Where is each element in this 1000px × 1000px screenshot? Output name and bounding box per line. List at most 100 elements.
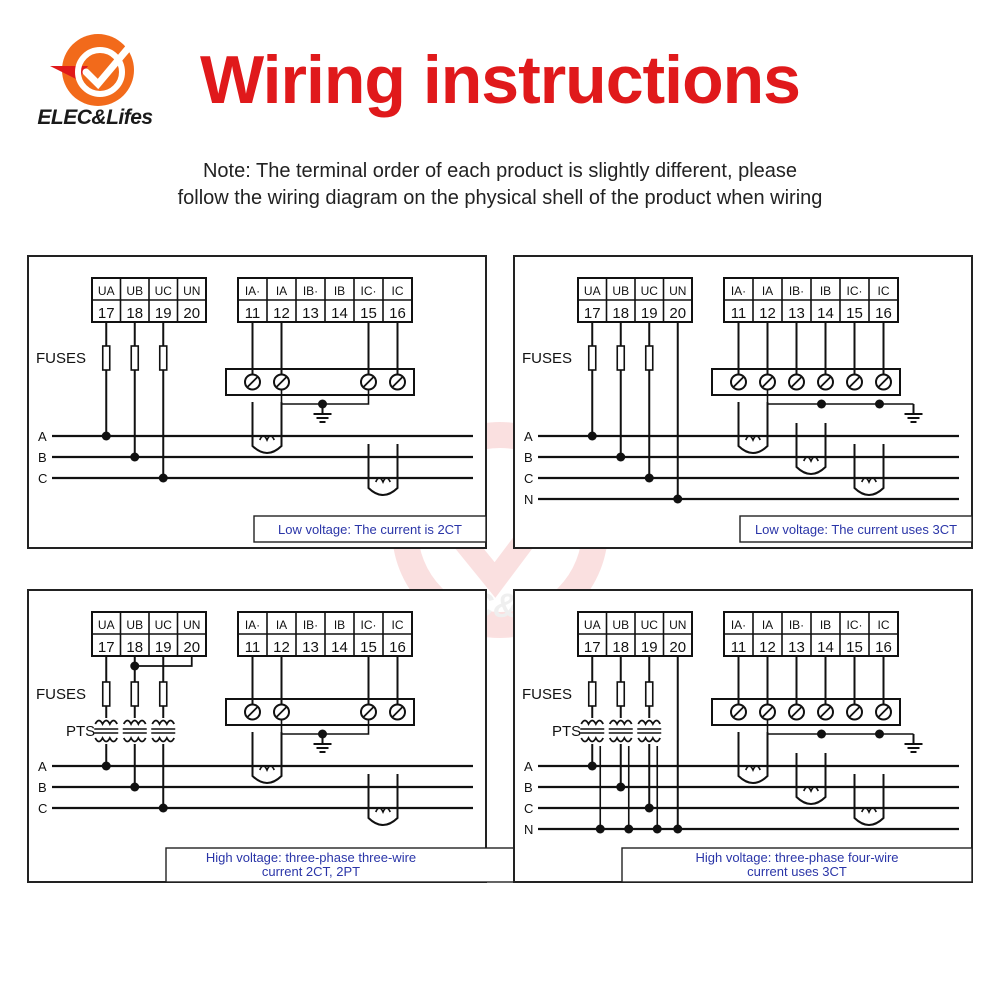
wire	[637, 719, 661, 726]
wire	[848, 706, 861, 718]
wire	[766, 390, 914, 405]
current-terminal-rail	[711, 698, 901, 726]
panel-frame	[27, 255, 487, 549]
wire	[151, 736, 175, 743]
caption-text: High voltage: three-phase three-wire	[206, 850, 416, 865]
terminal-screw	[875, 703, 892, 721]
terminal-number: 20	[183, 305, 200, 322]
junction-dot	[101, 431, 111, 441]
junction-dot	[817, 399, 826, 409]
fuse	[644, 681, 654, 707]
wire	[94, 719, 118, 726]
terminal-label: IB	[334, 284, 345, 298]
panel-frame	[27, 589, 487, 883]
terminal-label: IA	[762, 618, 773, 632]
wire	[732, 376, 745, 388]
terminal-label: UN	[183, 284, 200, 298]
wire	[819, 706, 832, 718]
terminal-number: 16	[389, 305, 406, 322]
fuse	[587, 345, 597, 371]
terminal-number: 20	[183, 639, 200, 656]
terminal-number: 12	[273, 305, 290, 322]
watermark: ELEC&Lifes	[392, 422, 609, 638]
terminal-label: IC·	[361, 284, 377, 298]
terminal-number: 18	[612, 639, 629, 656]
terminal-number: 11	[245, 305, 261, 322]
terminal-label: UB	[612, 618, 629, 632]
junction-dot	[587, 761, 597, 771]
terminal-number: 13	[302, 305, 319, 322]
wire	[259, 765, 275, 772]
voltage-terminal-block	[91, 277, 207, 323]
panel-frame	[513, 589, 973, 883]
wire	[367, 444, 399, 496]
terminal-label: UA	[98, 618, 115, 632]
phase-label: C	[524, 471, 533, 486]
terminal-screw	[875, 373, 892, 391]
wire	[122, 736, 147, 743]
wire	[246, 376, 259, 388]
pts-label: PTS	[552, 723, 581, 740]
phase-label: N	[524, 822, 533, 837]
junction-dot	[644, 473, 654, 483]
terminal-screw	[389, 373, 406, 391]
terminal-label: IB·	[303, 284, 318, 298]
brand-logo-icon	[50, 34, 134, 106]
wire	[795, 753, 827, 805]
fuse	[158, 345, 168, 371]
terminal-screw	[244, 703, 261, 721]
terminal-label: UC	[641, 618, 659, 632]
terminal-number: 19	[155, 305, 172, 322]
pts-label: PTS	[66, 723, 95, 740]
fuse	[587, 681, 597, 707]
terminal-screw	[788, 703, 805, 721]
phase-label: A	[524, 759, 533, 774]
current-terminal-rail	[225, 368, 415, 396]
junction-dot	[616, 452, 626, 462]
wire	[737, 402, 769, 454]
caption-box	[165, 847, 517, 883]
wire	[861, 807, 877, 814]
terminal-screw	[273, 373, 290, 391]
fuse	[130, 345, 140, 371]
terminal-number: 14	[817, 639, 834, 656]
terminal-number: 13	[302, 639, 319, 656]
terminal-label: IB	[334, 618, 345, 632]
phase-label: A	[38, 429, 47, 444]
wire	[280, 720, 370, 735]
terminal-number: 12	[273, 639, 290, 656]
caption-text: Low voltage: The current uses 3CT	[755, 522, 957, 537]
terminal-label: UN	[183, 618, 200, 632]
terminal-screw	[273, 703, 290, 721]
junction-dot	[817, 729, 826, 739]
fuse	[101, 681, 111, 707]
terminal-number: 13	[788, 305, 805, 322]
caption-text: current uses 3CT	[747, 864, 847, 879]
terminal-label: UB	[612, 284, 629, 298]
terminal-number: 11	[731, 639, 747, 656]
junction-dot	[101, 761, 111, 771]
terminal-number: 17	[584, 305, 601, 322]
voltage-terminal-block	[91, 611, 207, 657]
terminal-number: 13	[788, 639, 805, 656]
junction-dot	[644, 803, 654, 813]
wire	[745, 765, 761, 772]
terminal-label: IC	[878, 284, 890, 298]
terminal-screw	[360, 703, 377, 721]
terminal-label: IC·	[847, 284, 863, 298]
terminal-number: 14	[817, 305, 834, 322]
terminal-number: 16	[875, 639, 892, 656]
terminal-number: 19	[641, 639, 658, 656]
wire	[766, 720, 914, 735]
fuse	[644, 345, 654, 371]
wire	[877, 706, 890, 718]
terminal-label: IA·	[731, 618, 746, 632]
terminal-screw	[730, 373, 747, 391]
terminal-number: 11	[731, 305, 747, 322]
wire	[608, 719, 633, 726]
wire	[795, 423, 827, 475]
phase-label: N	[524, 492, 533, 507]
